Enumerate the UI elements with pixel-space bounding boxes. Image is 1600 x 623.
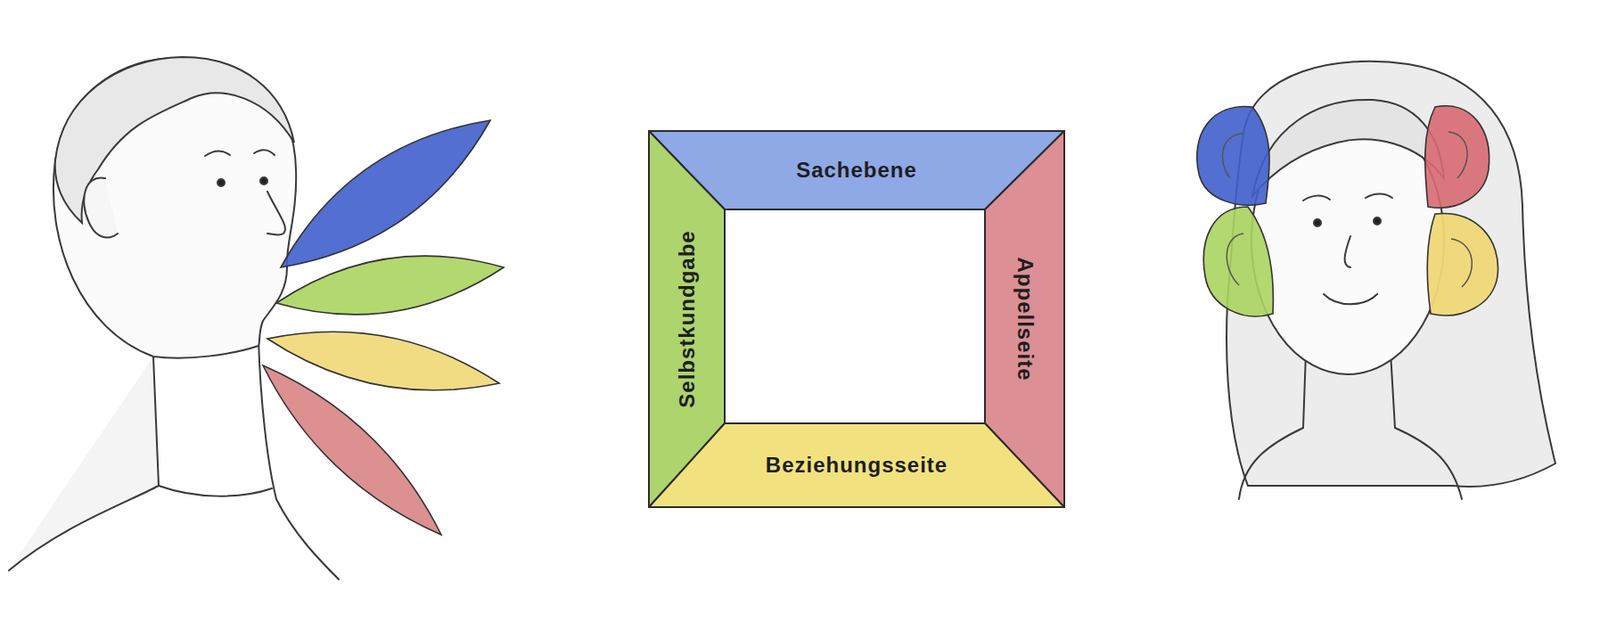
frame-band xyxy=(648,423,1065,508)
appeal-leaf xyxy=(262,365,442,535)
relationship-leaf xyxy=(267,331,500,391)
speech-leaves xyxy=(262,120,504,535)
receiver-head xyxy=(1226,61,1556,500)
receiver-ears xyxy=(1197,106,1499,317)
fact-ear xyxy=(1197,106,1270,206)
relationship-side: Beziehungsseite xyxy=(648,423,1065,508)
fact-leaf xyxy=(280,120,491,268)
side-label: Selbstkundgabe xyxy=(676,229,698,408)
side-label: Beziehungsseite xyxy=(765,454,948,476)
appeal-ear xyxy=(1425,106,1490,208)
relationship-ear xyxy=(1427,213,1498,315)
side-label: Appellseite xyxy=(1014,256,1036,381)
self-revelation-ear xyxy=(1203,206,1273,317)
self-revelation-leaf xyxy=(276,255,504,315)
sender-head xyxy=(8,57,339,580)
side-label: Sachebene xyxy=(795,159,918,181)
